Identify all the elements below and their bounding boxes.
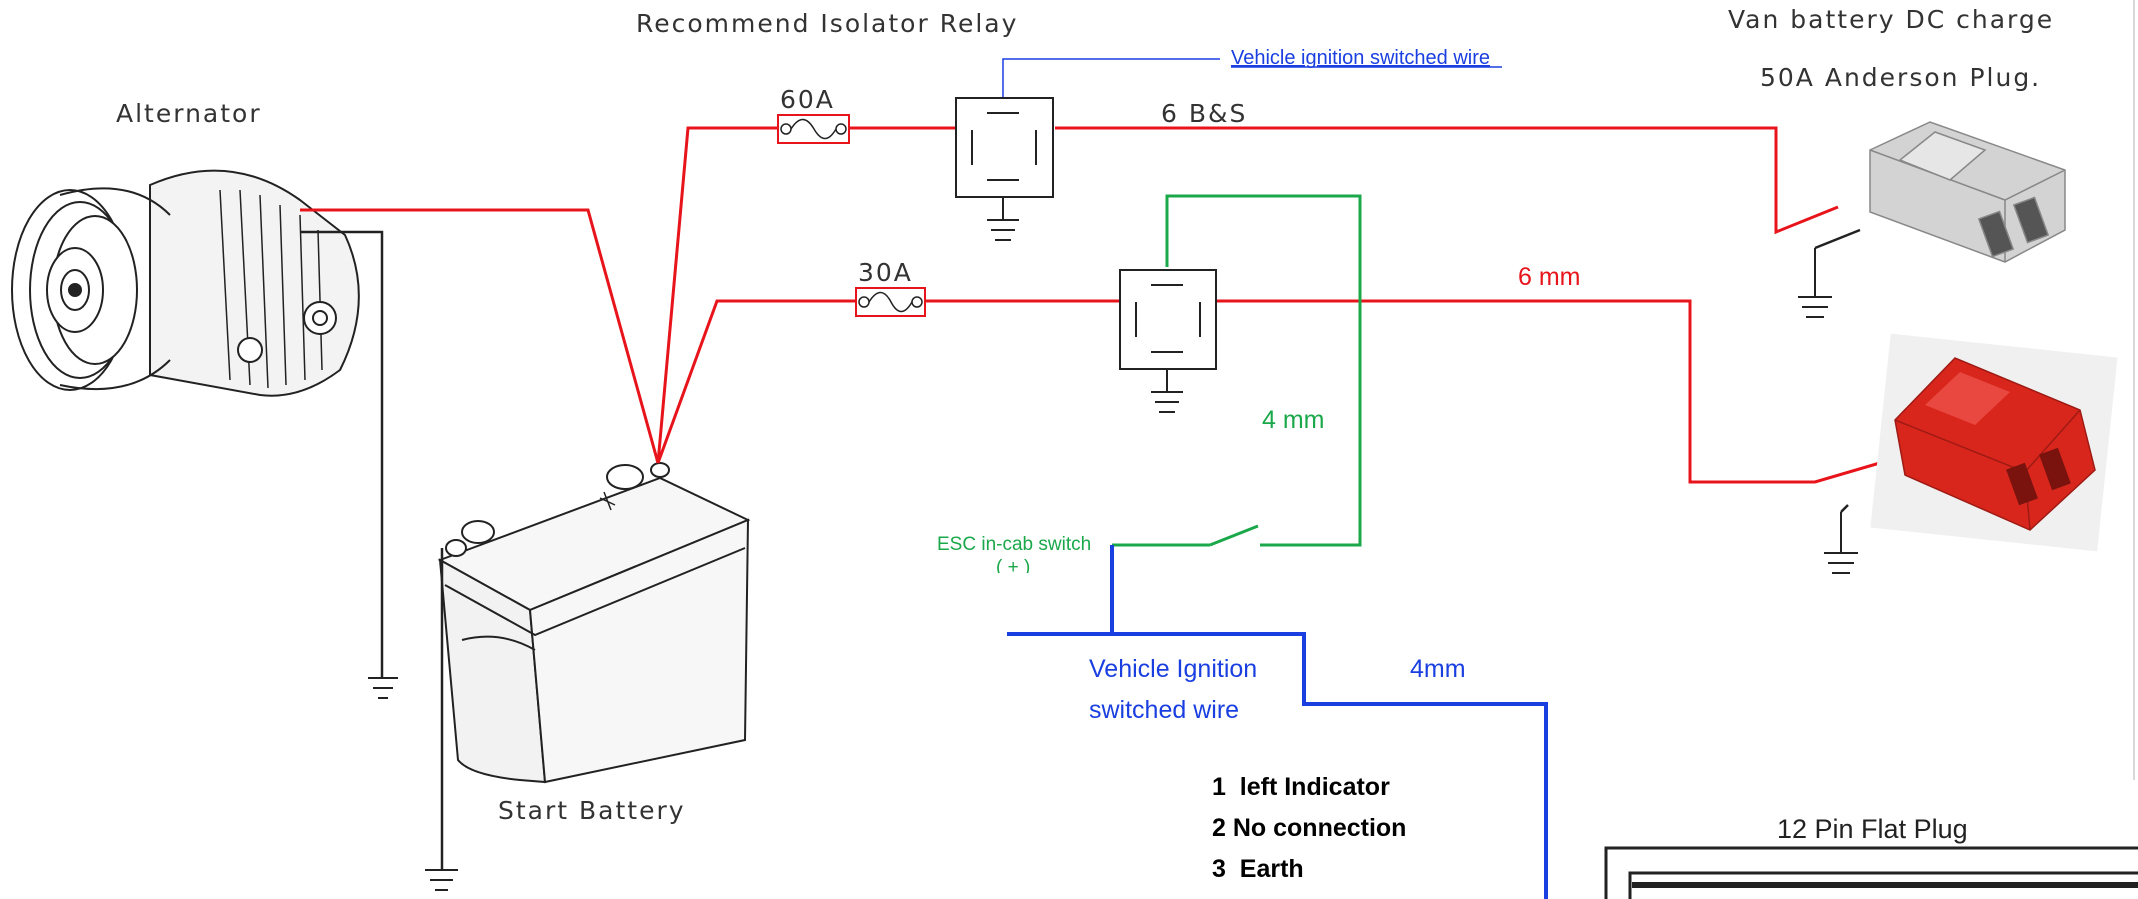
pin-list-item: 3 Earth bbox=[1212, 855, 1304, 883]
earth-symbol-relay-60a bbox=[987, 197, 1019, 241]
earth-symbol-grey-plug bbox=[1798, 248, 1832, 318]
blue-wires bbox=[1002, 58, 1548, 899]
cable-4mm-green-label: 4 mm bbox=[1262, 406, 1325, 434]
cable-6bs-label: 6 B&S bbox=[1161, 99, 1247, 128]
green-wires bbox=[1112, 194, 1362, 547]
esc-switch-label: ESC in-cab switch bbox=[937, 534, 1091, 555]
fuse-30a-label: 30A bbox=[858, 258, 913, 287]
alternator-label: Alternator bbox=[116, 99, 262, 128]
cable-4mm-blue-label: 4mm bbox=[1410, 655, 1466, 683]
fuse-30a bbox=[855, 287, 926, 317]
esc-switch-polarity: ( + ) bbox=[996, 557, 1030, 578]
black-wires bbox=[300, 228, 1861, 870]
plug-12pin-outline bbox=[1604, 846, 2138, 899]
relay-title: Recommend Isolator Relay bbox=[636, 9, 1018, 38]
anderson-plug-label: 50A Anderson Plug. bbox=[1760, 63, 2041, 92]
start-battery-label: Start Battery bbox=[498, 796, 686, 825]
pin-list: 1 left Indicator 2 No connection 3 Earth bbox=[1212, 773, 1406, 883]
isolator-relay-60a bbox=[955, 97, 1054, 198]
earth-symbol-relay-30a bbox=[1151, 370, 1183, 413]
esc-switch-polarity-mask bbox=[990, 573, 1040, 585]
fuse-60a-label: 60A bbox=[780, 85, 835, 114]
ign-wire-label-line2: switched wire bbox=[1089, 696, 1239, 724]
earth-symbol-battery bbox=[425, 869, 458, 891]
anderson-plug-grey bbox=[1869, 121, 2066, 263]
alternator-illustration bbox=[11, 169, 360, 397]
van-charge-label: Van battery DC charge bbox=[1728, 5, 2054, 34]
ign-wire-label-line1: Vehicle Ignition bbox=[1089, 655, 1257, 683]
isolator-relay-30a bbox=[1119, 269, 1217, 370]
anderson-plug-red bbox=[1870, 333, 2118, 552]
ignition-link-text[interactable]: Vehicle ignition switched wire bbox=[1231, 47, 1490, 69]
earth-symbol-alternator bbox=[368, 677, 398, 699]
plug-12pin-title: 12 Pin Flat Plug bbox=[1777, 814, 1968, 844]
start-battery-illustration bbox=[437, 462, 751, 784]
fuse-60a bbox=[777, 114, 850, 144]
red-wires bbox=[300, 126, 1891, 484]
pin-list-item: 1 left Indicator bbox=[1212, 773, 1390, 801]
earth-symbol-red-plug bbox=[1824, 512, 1858, 574]
ignition-link[interactable]: Vehicle ignition switched wire bbox=[1231, 47, 1502, 69]
pin-list-item: 2 No connection bbox=[1212, 814, 1406, 842]
cable-6mm-label: 6 mm bbox=[1518, 263, 1581, 291]
